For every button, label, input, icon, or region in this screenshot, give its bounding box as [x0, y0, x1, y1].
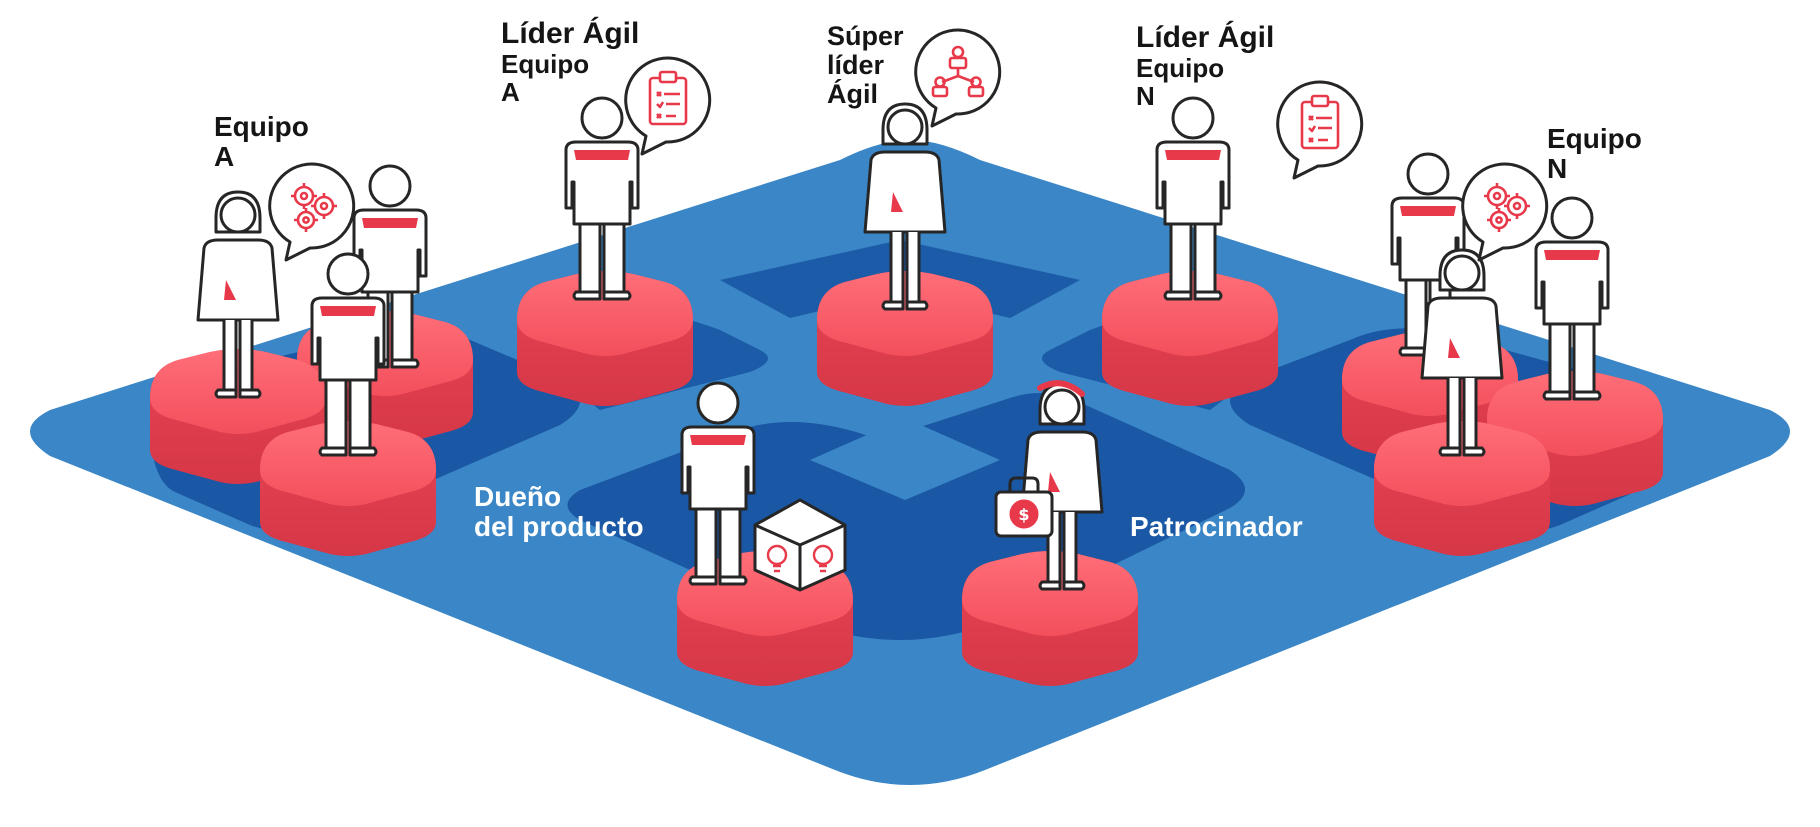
pedestal	[1374, 421, 1550, 556]
team-a-label-line2: A	[214, 141, 235, 173]
sponsor-label-line1: Patrocinador	[1130, 511, 1303, 542]
team-n-label: Equipo N	[1547, 123, 1642, 185]
team-a-label-line1: Equipo	[214, 111, 309, 142]
speech-bubble	[268, 162, 356, 262]
pedestal	[260, 421, 436, 556]
sponsor-group: $	[962, 380, 1138, 686]
idea-cube-icon	[753, 498, 847, 592]
team-n-group	[1342, 152, 1663, 556]
team-n-label-line1: Equipo	[1547, 123, 1642, 154]
sponsor-label: Patrocinador	[1130, 511, 1303, 542]
speech-bubble	[1461, 162, 1549, 262]
agile-lead-n-label-line2: Equipo	[1136, 53, 1225, 84]
agile-lead-n-label-line3: N	[1136, 81, 1155, 112]
svg-text:$: $	[1018, 505, 1029, 524]
super-lead-label-line3: Ágil	[827, 79, 878, 110]
sponsor-figure	[1020, 380, 1104, 591]
money-briefcase-icon: $	[994, 476, 1054, 538]
super-lead-label-line1: Súper	[827, 21, 904, 51]
pedestal	[817, 271, 993, 406]
agile-lead-a-label-line1: Líder Ágil	[501, 17, 640, 50]
team-a-label: Equipo A	[214, 111, 309, 173]
product-owner-label-line1: Dueño	[474, 481, 562, 512]
product-owner-label: Dueño del producto	[474, 481, 644, 543]
agile-lead-n-label: Líder Ágil Equipo N	[1136, 21, 1275, 112]
agile-lead-a-label: Líder Ágil Equipo A	[501, 17, 640, 108]
super-lead-label: Súper líder Ágil	[827, 21, 904, 110]
super-lead-label-line2: líder	[827, 50, 885, 81]
team-n-label-line2: N	[1547, 153, 1568, 185]
agile-lead-n-label-line1: Líder Ágil	[1136, 21, 1275, 54]
product-owner-label-line2: del producto	[474, 511, 644, 543]
speech-bubble	[914, 28, 1002, 128]
product-owner-group	[677, 381, 853, 686]
agile-lead-a-label-line3: A	[501, 77, 520, 108]
agile-lead-a-label-line2: Equipo	[501, 49, 590, 80]
